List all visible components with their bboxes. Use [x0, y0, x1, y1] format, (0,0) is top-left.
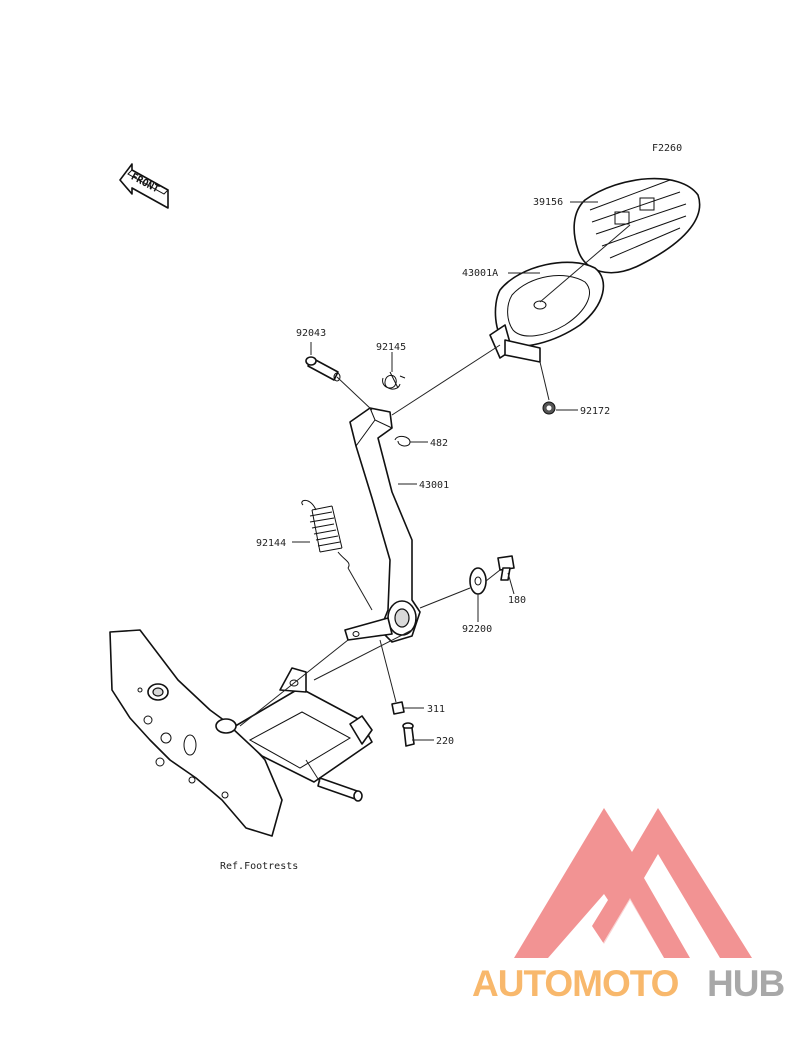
spring-92144-part — [301, 499, 350, 569]
pedal-pad-part — [573, 177, 701, 274]
part-label-482: 482 — [430, 438, 448, 449]
part-label-39156: 39156 — [533, 197, 563, 208]
pin-92043-part — [305, 356, 341, 382]
watermark-text-hub: HUB — [707, 963, 784, 1004]
part-label-92043: 92043 — [296, 328, 326, 339]
cotter-pin-482-part — [394, 435, 411, 447]
brake-pedal-arm-part — [344, 407, 421, 643]
leader-lines — [239, 201, 631, 783]
part-label-43001: 43001 — [419, 480, 449, 491]
part-label-92172: 92172 — [580, 406, 610, 417]
part-label-220: 220 — [436, 736, 454, 747]
part-label-180: 180 — [508, 595, 526, 606]
pedal-plate-part — [489, 261, 605, 363]
bushing-311-part — [391, 701, 405, 715]
part-label-92144: 92144 — [256, 538, 286, 549]
washer-92200-part — [469, 567, 487, 595]
front-arrow-icon: FRONT — [119, 163, 169, 209]
watermark-text-automoto: AUTOMOTO — [472, 963, 679, 1004]
part-label-92145: 92145 — [376, 342, 406, 353]
footrest-bracket-part — [109, 629, 373, 837]
spring-92145-part — [382, 371, 406, 390]
diagram-code-label: F2260 — [652, 143, 682, 154]
bolt-220-part — [402, 722, 415, 747]
part-label-43001A: 43001A — [462, 268, 498, 279]
logo-mountain-icon — [514, 808, 752, 958]
watermark-logo: AUTOMOTO HUB — [472, 808, 785, 1004]
part-label-92200: 92200 — [462, 624, 492, 635]
reference-label-footrests: Ref.Footrests — [220, 861, 298, 872]
part-label-311: 311 — [427, 704, 445, 715]
nut-92172-part — [542, 401, 556, 415]
bolt-180-part — [497, 555, 515, 581]
